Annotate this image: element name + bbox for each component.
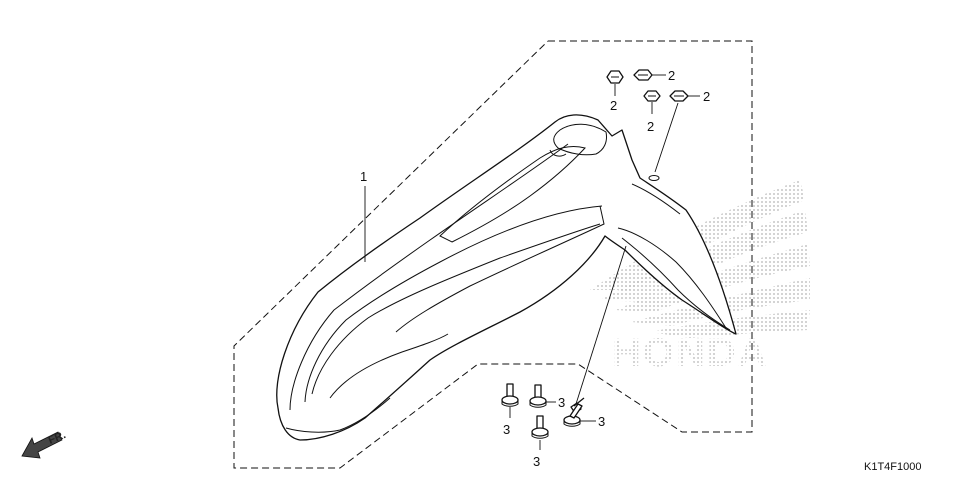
nut-b [633,69,653,81]
bolt-c [531,415,549,439]
callout-label-nut-d: 2 [703,89,710,104]
nut-c [643,90,661,102]
callout-label-1: 1 [360,169,367,184]
callout-label-bolt-c: 3 [533,454,540,469]
leader-line-bolt-d-to-fender [575,245,627,405]
direction-label: FR. [47,429,68,447]
callout-label-nut-b: 2 [668,68,675,83]
callout-label-bolt-a: 3 [503,422,510,437]
bolt-a [501,383,519,407]
nut-a [606,70,624,84]
callout-label-bolt-b: 3 [558,395,565,410]
bolt-d [563,397,585,427]
assembly-boundary [233,40,753,469]
callout-label-nut-c: 2 [647,119,654,134]
front-direction-arrow-icon [21,431,63,459]
nut-d [669,90,689,102]
leader-line-nut-d-to-fender [654,102,679,173]
diagram-code: K1T4F1000 [864,461,921,473]
callout-label-nut-a: 2 [610,98,617,113]
front-fender [276,114,737,441]
honda-watermark-text: HONDA [612,331,769,375]
bolt-b [529,384,547,408]
callout-label-bolt-d: 3 [598,414,605,429]
